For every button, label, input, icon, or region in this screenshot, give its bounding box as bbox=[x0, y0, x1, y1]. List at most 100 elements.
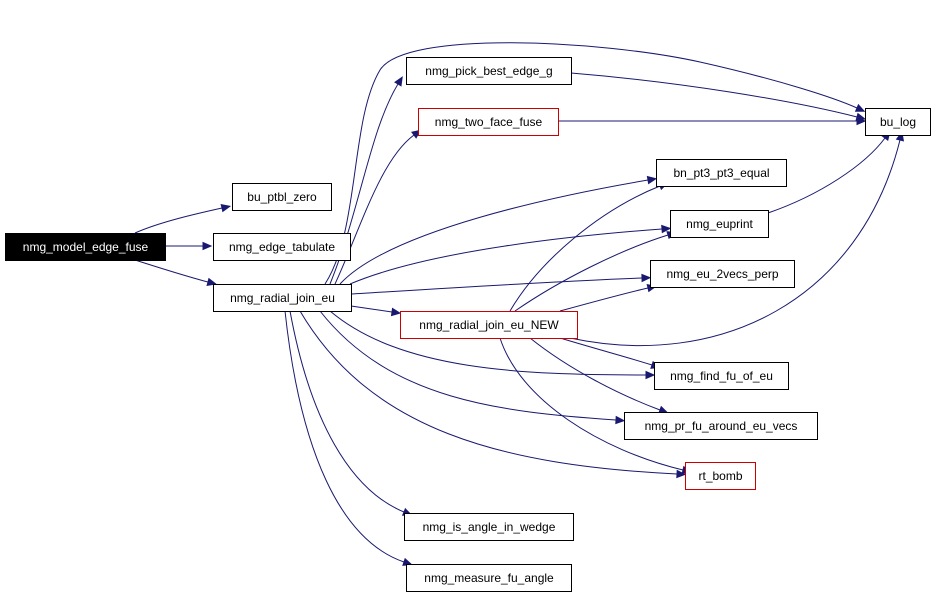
edge-line bbox=[570, 72, 858, 118]
node-nmg-pr-fu-around-eu-vecs[interactable]: nmg_pr_fu_around_eu_vecs bbox=[624, 412, 818, 440]
node-box bbox=[656, 159, 787, 187]
edge-line bbox=[339, 179, 649, 285]
node-rt-bomb[interactable]: rt_bomb bbox=[685, 462, 756, 490]
edge-nmg-radial-join-eu-to-nmg-find-fu-of-eu bbox=[329, 310, 656, 380]
node-label: nmg_find_fu_of_eu bbox=[670, 369, 773, 383]
edge-line bbox=[329, 310, 647, 376]
edge-line bbox=[134, 207, 223, 234]
arrowhead bbox=[676, 469, 687, 479]
node-box bbox=[650, 260, 795, 288]
arrowhead bbox=[202, 241, 213, 251]
arrowhead bbox=[646, 175, 658, 185]
arrowhead bbox=[390, 307, 402, 317]
node-label: nmg_eu_2vecs_perp bbox=[666, 267, 778, 281]
edge-nmg-radial-join-eu-to-nmg-radial-join-eu-NEW bbox=[350, 305, 402, 317]
node-label: nmg_model_edge_fuse bbox=[23, 240, 149, 254]
edge-line bbox=[284, 310, 405, 563]
edge-line bbox=[767, 137, 886, 214]
edge-line bbox=[514, 234, 669, 312]
node-label: nmg_edge_tabulate bbox=[229, 240, 335, 254]
edge-line bbox=[559, 287, 649, 312]
edge-line bbox=[334, 134, 415, 285]
node-label: nmg_pr_fu_around_eu_vecs bbox=[645, 419, 798, 433]
node-box bbox=[654, 362, 789, 390]
node-bn-pt3-pt3-equal[interactable]: bn_pt3_pt3_equal bbox=[656, 159, 787, 187]
arrowhead bbox=[220, 203, 232, 213]
node-nmg-pick-best-edge-g[interactable]: nmg_pick_best_edge_g bbox=[406, 57, 572, 85]
node-box bbox=[418, 108, 559, 136]
node-nmg-measure-fu-angle[interactable]: nmg_measure_fu_angle bbox=[406, 564, 572, 592]
node-nmg-is-angle-in-wedge[interactable]: nmg_is_angle_in_wedge bbox=[404, 513, 574, 541]
nodes-layer: nmg_model_edge_fuse bu_ptbl_zero nmg_edge_… bbox=[5, 57, 931, 592]
edge-nmg-radial-join-eu-to-bn-pt3-pt3-equal bbox=[339, 175, 658, 285]
node-label: nmg_is_angle_in_wedge bbox=[423, 520, 556, 534]
node-label: nmg_two_face_fuse bbox=[435, 115, 543, 129]
node-box bbox=[865, 108, 931, 136]
edge-line bbox=[529, 337, 661, 411]
arrowhead bbox=[615, 415, 626, 425]
edge-nmg-radial-join-eu-to-nmg-is-angle-in-wedge bbox=[289, 310, 413, 516]
edge-nmg-radial-join-eu-NEW-to-rt-bomb bbox=[499, 337, 693, 475]
node-nmg-two-face-fuse[interactable]: nmg_two_face_fuse bbox=[418, 108, 559, 136]
arrowhead bbox=[856, 116, 867, 126]
node-label: rt_bomb bbox=[698, 469, 742, 483]
edge-nmg-radial-join-eu-to-nmg-euprint bbox=[349, 224, 672, 285]
edge-nmg-radial-join-eu-to-rt-bomb bbox=[299, 310, 687, 479]
arrowhead bbox=[661, 224, 672, 234]
edge-nmg-model-edge-fuse-to-bu-ptbl-zero bbox=[134, 203, 232, 234]
node-box bbox=[213, 233, 351, 261]
node-box bbox=[406, 57, 572, 85]
node-bu-log[interactable]: bu_log bbox=[865, 108, 931, 136]
arrowhead bbox=[854, 103, 866, 112]
edge-nmg-radial-join-eu-NEW-to-bn-pt3-pt3-equal bbox=[509, 182, 669, 312]
node-label: nmg_radial_join_eu bbox=[230, 291, 335, 305]
edge-line bbox=[299, 310, 678, 475]
node-label: nmg_measure_fu_angle bbox=[424, 571, 554, 585]
edge-line bbox=[324, 42, 858, 285]
node-box bbox=[400, 311, 578, 339]
edge-line bbox=[289, 310, 405, 513]
arrowhead bbox=[645, 370, 656, 380]
edge-line bbox=[350, 305, 393, 313]
node-nmg-euprint[interactable]: nmg_euprint bbox=[670, 210, 769, 238]
node-box bbox=[670, 210, 769, 238]
arrowhead bbox=[206, 277, 217, 287]
edge-nmg-two-face-fuse-to-bu-log bbox=[558, 116, 867, 126]
edge-nmg-radial-join-eu-NEW-to-nmg-find-fu-of-eu bbox=[559, 337, 661, 369]
edges-layer bbox=[134, 42, 905, 566]
node-nmg-find-fu-of-eu[interactable]: nmg_find_fu_of_eu bbox=[654, 362, 789, 390]
node-nmg-eu-2vecs-perp[interactable]: nmg_eu_2vecs_perp bbox=[650, 260, 795, 288]
edge-line bbox=[349, 228, 663, 285]
node-label: nmg_radial_join_eu_NEW bbox=[419, 318, 559, 332]
arrowhead bbox=[641, 273, 652, 283]
node-box bbox=[404, 513, 574, 541]
edge-line bbox=[350, 277, 643, 295]
node-nmg-model-edge-fuse[interactable]: nmg_model_edge_fuse bbox=[5, 233, 166, 261]
node-bu-ptbl-zero[interactable]: bu_ptbl_zero bbox=[232, 183, 332, 211]
node-box bbox=[232, 183, 332, 211]
node-nmg-edge-tabulate[interactable]: nmg_edge_tabulate bbox=[213, 233, 351, 261]
node-box bbox=[213, 284, 352, 312]
edge-nmg-pick-best-edge-g-to-bu-log bbox=[570, 72, 867, 122]
edge-nmg-radial-join-eu-NEW-to-nmg-eu-2vecs-perp bbox=[559, 283, 658, 312]
node-label: nmg_euprint bbox=[686, 217, 753, 231]
node-nmg-radial-join-eu-NEW[interactable]: nmg_radial_join_eu_NEW bbox=[400, 311, 578, 339]
node-box bbox=[685, 462, 756, 490]
edge-line bbox=[319, 310, 617, 421]
edge-nmg-radial-join-eu-to-nmg-measure-fu-angle bbox=[284, 310, 413, 566]
node-label: bn_pt3_pt3_equal bbox=[673, 166, 769, 180]
edge-nmg-model-edge-fuse-to-nmg-edge-tabulate bbox=[165, 241, 213, 251]
edge-line bbox=[134, 259, 209, 283]
node-label: bu_ptbl_zero bbox=[247, 190, 317, 204]
edge-line bbox=[509, 185, 661, 312]
node-nmg-radial-join-eu[interactable]: nmg_radial_join_eu bbox=[213, 284, 352, 312]
node-box bbox=[5, 233, 166, 261]
node-label: bu_log bbox=[880, 115, 916, 129]
edge-line bbox=[559, 337, 653, 366]
edge-nmg-radial-join-eu-to-bu-log bbox=[324, 42, 866, 285]
arrowhead bbox=[394, 76, 403, 87]
node-box bbox=[406, 564, 572, 592]
node-label: nmg_pick_best_edge_g bbox=[425, 64, 552, 78]
node-box bbox=[624, 412, 818, 440]
